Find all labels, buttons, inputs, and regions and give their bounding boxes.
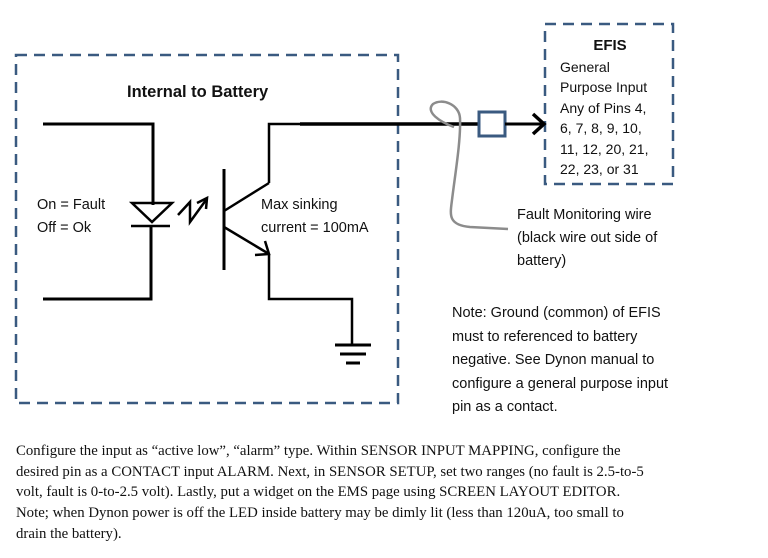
- led-diode-icon: [128, 201, 176, 228]
- efis-box: [543, 22, 675, 186]
- led-anode-wire: [43, 122, 155, 205]
- configuration-instructions: Configure the input as “active low”, “al…: [16, 441, 756, 545]
- efis-line: Any of Pins 4,: [560, 99, 647, 116]
- led-state-label: On = Fault Off = Ok: [37, 194, 105, 240]
- internal-box-title: Internal to Battery: [127, 83, 269, 101]
- efis-line: Purpose Input: [560, 79, 648, 95]
- instruction-line: desired pin as a CONTACT input ALARM. Ne…: [16, 463, 644, 480]
- fault-monitoring-wire-loop: [429, 100, 509, 231]
- ground-icon: [335, 343, 371, 365]
- instruction-line: volt, fault is 0-to-2.5 volt). Lastly, p…: [16, 484, 621, 501]
- note-line: negative. See Dynon manual to: [452, 352, 655, 368]
- fault-wire-label-line: (black wire out side of: [517, 230, 658, 246]
- connector-icon: [477, 110, 507, 138]
- instruction-line: drain the battery).: [16, 525, 122, 542]
- led-cathode-wire: [43, 226, 153, 301]
- internal-battery-box: [14, 53, 400, 405]
- fault-wire-label: Fault Monitoring wire (black wire out si…: [517, 204, 657, 273]
- efis-line: General: [560, 58, 610, 75]
- transistor-spec-label: Max sinking current = 100mA: [261, 194, 369, 240]
- efis-label-block: EFIS General Purpose Input Any of Pins 4…: [560, 36, 660, 180]
- current-rating-label: current = 100mA: [261, 220, 369, 236]
- note-line: pin as a contact.: [452, 399, 558, 415]
- note-line: must to referenced to battery: [452, 328, 638, 345]
- max-sinking-label: Max sinking: [261, 197, 338, 213]
- ground-note: Note: Ground (common) of EFIS must to re…: [452, 302, 668, 420]
- instruction-line: Note; when Dynon power is off the LED in…: [16, 505, 624, 522]
- light-emission-icon: [177, 195, 209, 226]
- instruction-line: Configure the input as “active low”, “al…: [16, 443, 621, 459]
- efis-line: 22, 23, or 31: [560, 161, 639, 177]
- collector-wire: [267, 122, 300, 183]
- emitter-wire: [267, 254, 354, 345]
- fault-wire-label-line: battery): [517, 253, 567, 269]
- efis-title: EFIS: [593, 37, 627, 54]
- efis-line: 11, 12, 20, 21,: [560, 140, 649, 157]
- led-on-label: On = Fault: [37, 197, 106, 213]
- led-off-label: Off = Ok: [37, 220, 92, 236]
- note-line: Note: Ground (common) of EFIS: [452, 305, 661, 321]
- fault-wire-label-line: Fault Monitoring wire: [517, 207, 652, 223]
- efis-line: 6, 7, 8, 9, 10,: [560, 120, 642, 136]
- arrow-head-icon: [531, 112, 547, 136]
- note-line: configure a general purpose input: [452, 375, 669, 392]
